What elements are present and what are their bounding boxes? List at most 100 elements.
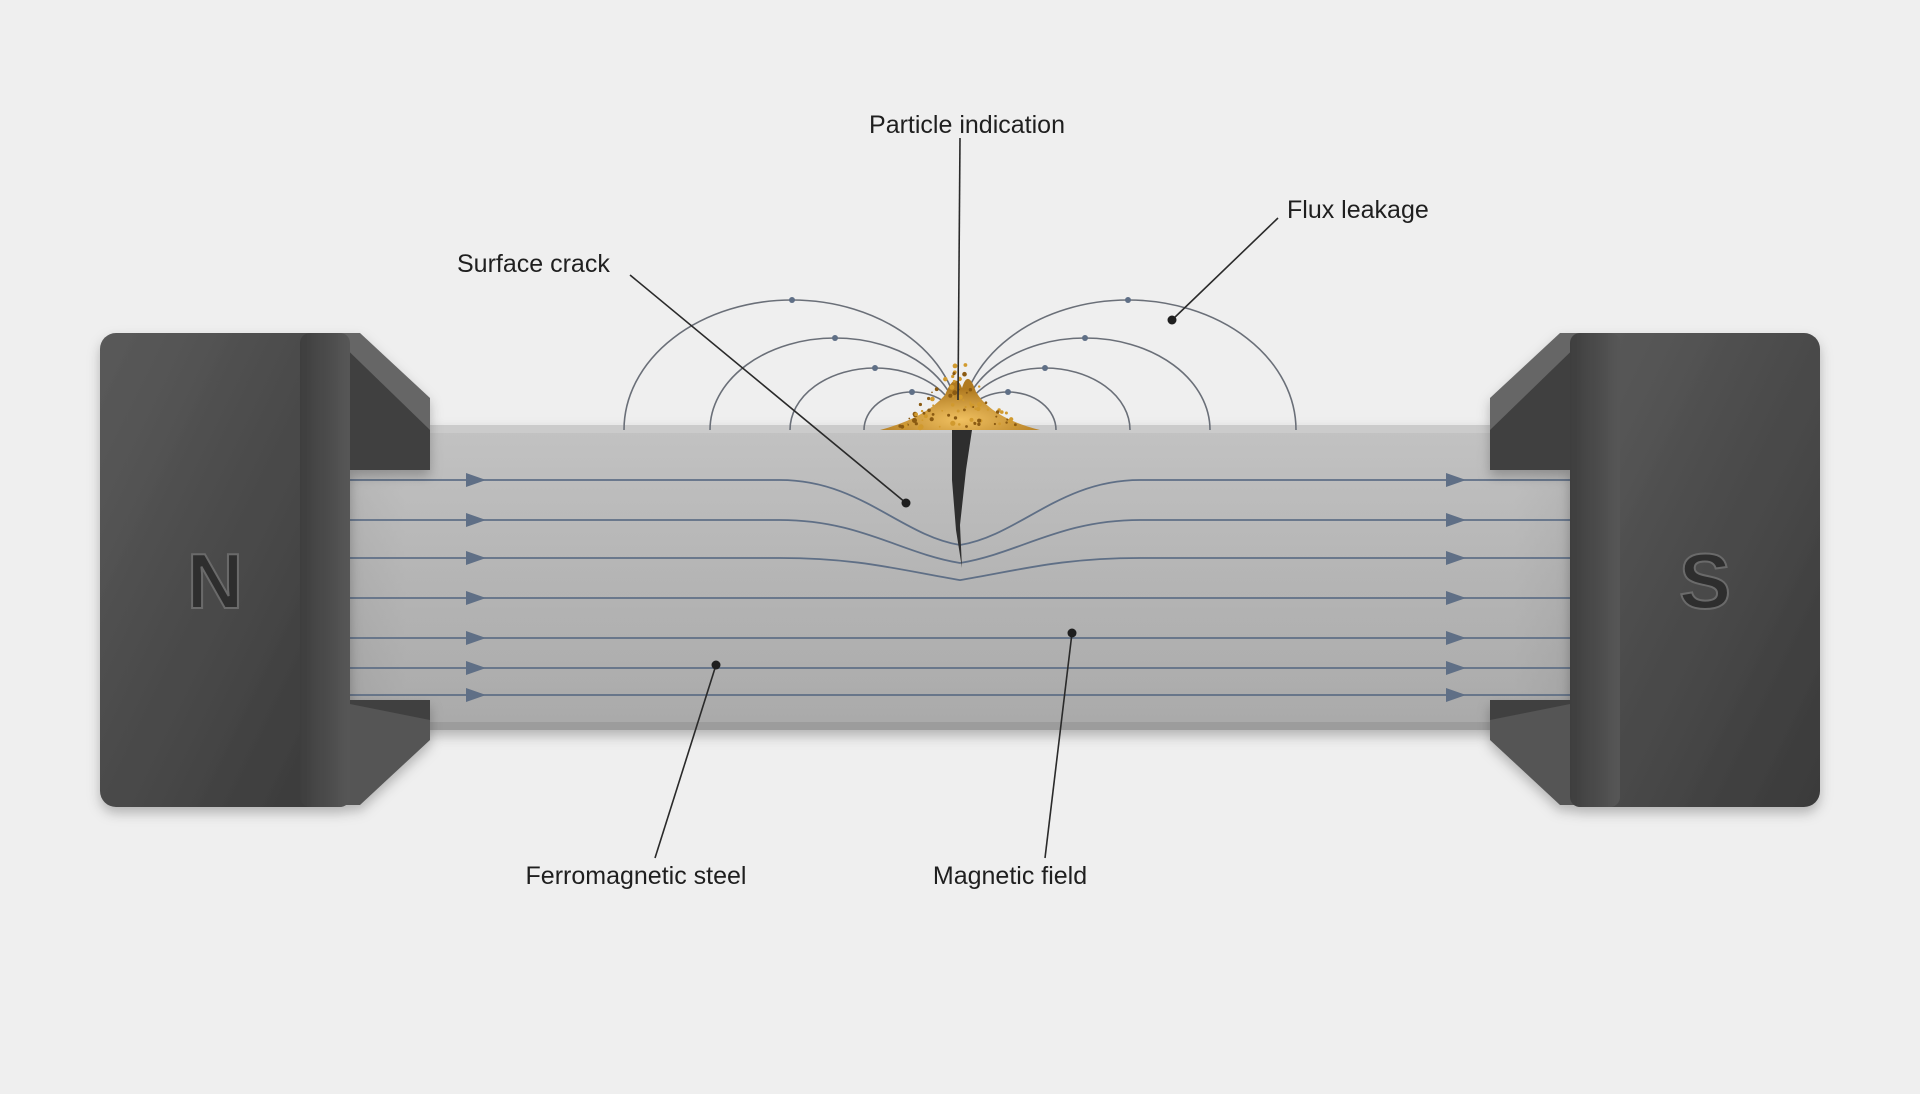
particle	[934, 387, 939, 392]
particle	[929, 417, 934, 422]
surface-crack-shape	[952, 430, 972, 568]
north-magnet: N	[100, 333, 430, 807]
particle	[965, 391, 968, 394]
particle	[957, 394, 963, 400]
particle	[920, 409, 924, 413]
particle	[965, 425, 968, 428]
loop-arrow	[1125, 297, 1131, 303]
particle	[1014, 423, 1017, 427]
field-line	[350, 557, 1570, 582]
particle	[949, 384, 955, 390]
particle	[1000, 410, 1004, 414]
particle	[950, 403, 955, 407]
particle	[923, 414, 928, 419]
particle	[956, 409, 960, 413]
particle	[943, 377, 948, 382]
particle	[976, 406, 981, 412]
particle	[952, 395, 955, 398]
field-lines	[350, 473, 1570, 702]
particle	[977, 418, 982, 423]
label-flux-leakage: Flux leakage	[1287, 196, 1429, 224]
particle	[973, 421, 976, 424]
loop-arrow	[1005, 389, 1011, 395]
label-magnetic-field: Magnetic field	[933, 862, 1087, 890]
field-arrow	[466, 661, 486, 675]
particle	[908, 417, 911, 420]
particle	[947, 413, 951, 417]
particle	[952, 363, 958, 369]
particle	[951, 374, 955, 379]
loop-arrow	[832, 335, 838, 341]
particle	[964, 405, 967, 409]
particle	[969, 417, 974, 422]
particle	[995, 415, 998, 418]
south-pole-label: S	[1679, 537, 1731, 625]
field-arrow	[1446, 513, 1466, 527]
field-arrow	[1446, 631, 1466, 645]
field-arrow	[1446, 661, 1466, 675]
particle	[922, 411, 926, 415]
particle	[968, 388, 973, 392]
loop-arrow	[1042, 365, 1048, 371]
particle	[904, 424, 908, 427]
leader-ferromagnetic-steel	[654, 664, 717, 859]
leakage-loop	[959, 299, 1297, 431]
field-arrow	[466, 551, 486, 565]
particle	[972, 406, 975, 408]
field-arrow	[466, 688, 486, 702]
loop-arrow	[1082, 335, 1088, 341]
field-arrow	[1446, 473, 1466, 487]
particle	[952, 379, 956, 383]
leader-magnetic-field	[1044, 632, 1073, 859]
particle	[1005, 421, 1008, 424]
particle	[977, 422, 981, 426]
particle	[963, 408, 966, 412]
label-surface-crack: Surface crack	[457, 250, 610, 278]
particle	[918, 402, 923, 407]
particle	[932, 404, 935, 407]
particle	[1004, 411, 1008, 415]
leader-particle-indication	[957, 137, 961, 401]
particle	[941, 409, 944, 412]
north-pole-label: N	[187, 537, 243, 625]
particle	[998, 422, 1001, 426]
particle	[900, 426, 903, 428]
particle	[977, 402, 982, 407]
particle	[948, 393, 953, 398]
particle	[931, 391, 933, 394]
label-ferromagnetic-steel: Ferromagnetic steel	[526, 862, 747, 890]
particle	[969, 401, 972, 404]
leakage-loop	[623, 299, 961, 431]
loop-arrow	[872, 365, 878, 371]
leader-lines	[629, 137, 1279, 859]
particle	[921, 419, 924, 421]
particle	[952, 372, 956, 376]
particle	[953, 416, 958, 420]
particle	[914, 422, 918, 426]
particle	[927, 408, 931, 413]
field-arrow	[466, 591, 486, 605]
leader-dots	[711, 315, 1177, 670]
particle	[917, 425, 923, 431]
particle	[986, 408, 990, 411]
particle	[984, 401, 988, 405]
particle	[962, 399, 965, 402]
label-particle-indication: Particle indication	[869, 111, 1065, 139]
particle	[995, 410, 1000, 414]
field-arrow	[466, 513, 486, 527]
particle	[912, 418, 917, 423]
particle	[1006, 418, 1009, 421]
leader-flux-leakage	[1171, 217, 1279, 321]
particle	[938, 425, 941, 428]
particle	[952, 390, 958, 396]
loop-arrow	[909, 389, 915, 395]
particle	[993, 422, 997, 426]
particle	[914, 412, 918, 417]
particle	[963, 363, 968, 367]
particle	[1008, 418, 1013, 424]
field-arrow	[1446, 591, 1466, 605]
leader-surface-crack	[629, 274, 907, 504]
particle-pile	[880, 363, 1040, 431]
